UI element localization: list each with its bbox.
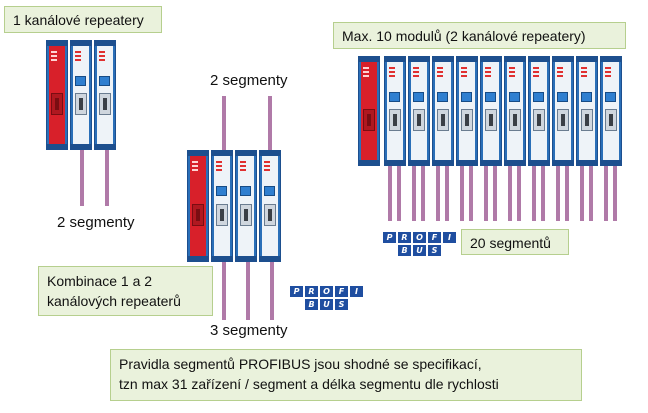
- segment-cable: [421, 166, 425, 221]
- segment-cable: [484, 166, 488, 221]
- one-channel-label: 1 kanálové repeatery: [4, 6, 162, 33]
- segment-cable: [613, 166, 617, 221]
- repeater-module: [552, 56, 574, 166]
- repeater-module: [235, 150, 257, 262]
- two-segments-left-label: 2 segmenty: [57, 214, 135, 231]
- power-module: [187, 150, 209, 262]
- repeater-module: [480, 56, 502, 166]
- segment-cable: [388, 166, 392, 221]
- segment-cable: [541, 166, 545, 221]
- one-channel-text: 1 kanálové repeatery: [13, 12, 144, 28]
- rules-line1: Pravidla segmentů PROFIBUS jsou shodné s…: [119, 356, 482, 372]
- two-segments-top-label: 2 segmenty: [210, 72, 288, 89]
- repeater-module: [504, 56, 526, 166]
- segment-cable: [556, 166, 560, 221]
- segment-cable: [589, 166, 593, 221]
- twenty-segments-text: 20 segmentů: [470, 235, 551, 251]
- power-module: [46, 40, 68, 150]
- rules-line2: tzn max 31 zařízení / segment a délka se…: [119, 376, 499, 392]
- segment-cable: [580, 166, 584, 221]
- segment-cable: [508, 166, 512, 221]
- segment-cable: [222, 96, 226, 152]
- segment-cable: [460, 166, 464, 221]
- repeater-module: [259, 150, 281, 262]
- segment-cable: [268, 96, 272, 152]
- repeater-module: [384, 56, 406, 166]
- segment-cable: [412, 166, 416, 221]
- repeater-module: [600, 56, 622, 166]
- repeater-module: [94, 40, 116, 150]
- repeater-module: [528, 56, 550, 166]
- combination-label: Kombinace 1 a 2 kanálových repeaterů: [38, 266, 213, 316]
- segment-cable: [397, 166, 401, 221]
- repeater-module: [576, 56, 598, 166]
- rules-label: Pravidla segmentů PROFIBUS jsou shodné s…: [110, 349, 582, 401]
- segment-cable: [222, 262, 226, 320]
- combination-line2: kanálových repeaterů: [47, 293, 181, 309]
- segment-cable: [517, 166, 521, 221]
- repeater-module: [408, 56, 430, 166]
- segment-cable: [246, 262, 250, 320]
- twenty-segments-box: 20 segmentů: [461, 229, 569, 255]
- segment-cable: [565, 166, 569, 221]
- segment-cable: [270, 262, 274, 320]
- repeater-module: [211, 150, 233, 262]
- segment-cable: [604, 166, 608, 221]
- power-module: [358, 56, 380, 166]
- three-segments-label: 3 segmenty: [210, 322, 288, 339]
- repeater-module: [432, 56, 454, 166]
- max-modules-label: Max. 10 modulů (2 kanálové repeatery): [333, 22, 626, 49]
- max-modules-text: Max. 10 modulů (2 kanálové repeatery): [342, 28, 586, 44]
- segment-cable: [105, 150, 109, 206]
- repeater-module: [70, 40, 92, 150]
- segment-cable: [493, 166, 497, 221]
- segment-cable: [445, 166, 449, 221]
- segment-cable: [532, 166, 536, 221]
- combination-line1: Kombinace 1 a 2: [47, 273, 153, 289]
- segment-cable: [80, 150, 84, 206]
- segment-cable: [436, 166, 440, 221]
- segment-cable: [469, 166, 473, 221]
- repeater-module: [456, 56, 478, 166]
